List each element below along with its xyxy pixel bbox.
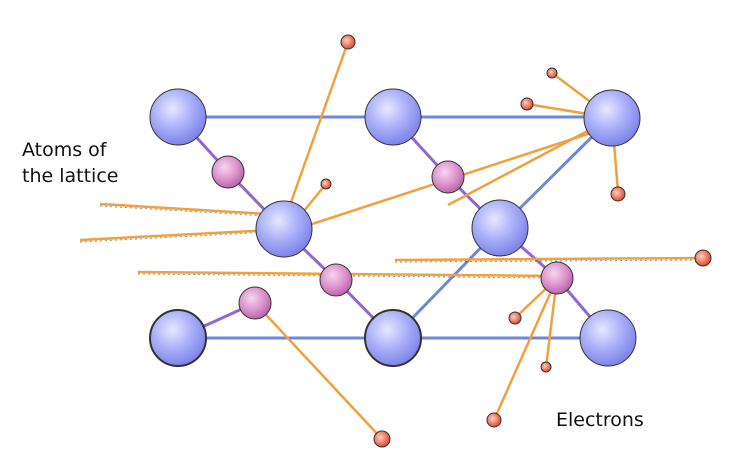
atom-large: [364, 309, 422, 367]
electron: [340, 34, 356, 50]
electron: [520, 97, 534, 111]
atom-small: [431, 160, 465, 194]
atom-large: [471, 199, 529, 257]
electron: [610, 186, 626, 202]
atom-small: [319, 263, 353, 297]
atom-large: [583, 89, 641, 147]
electron: [508, 311, 522, 325]
atom-large: [149, 309, 207, 367]
electron: [320, 178, 332, 190]
atom-small: [540, 261, 574, 295]
atoms-label-line2: the lattice: [22, 165, 119, 187]
atom-large: [255, 200, 313, 258]
electron: [694, 249, 712, 267]
atoms-label-line1: Atoms of: [22, 139, 107, 161]
electron: [486, 412, 502, 428]
atom-large: [364, 88, 422, 146]
electron: [546, 67, 558, 79]
electron: [540, 361, 552, 373]
electrons: [320, 34, 712, 448]
atom-large: [579, 309, 637, 367]
small-atoms: [211, 155, 574, 320]
atom-small: [211, 155, 245, 189]
atom-large: [149, 88, 207, 146]
large-atoms: [149, 88, 641, 367]
atoms-label: Atoms of the lattice: [22, 137, 162, 189]
electron: [373, 430, 391, 448]
electrons-label: Electrons: [556, 409, 644, 431]
atom-small: [238, 286, 272, 320]
electron-paths-dark: [79, 205, 704, 279]
